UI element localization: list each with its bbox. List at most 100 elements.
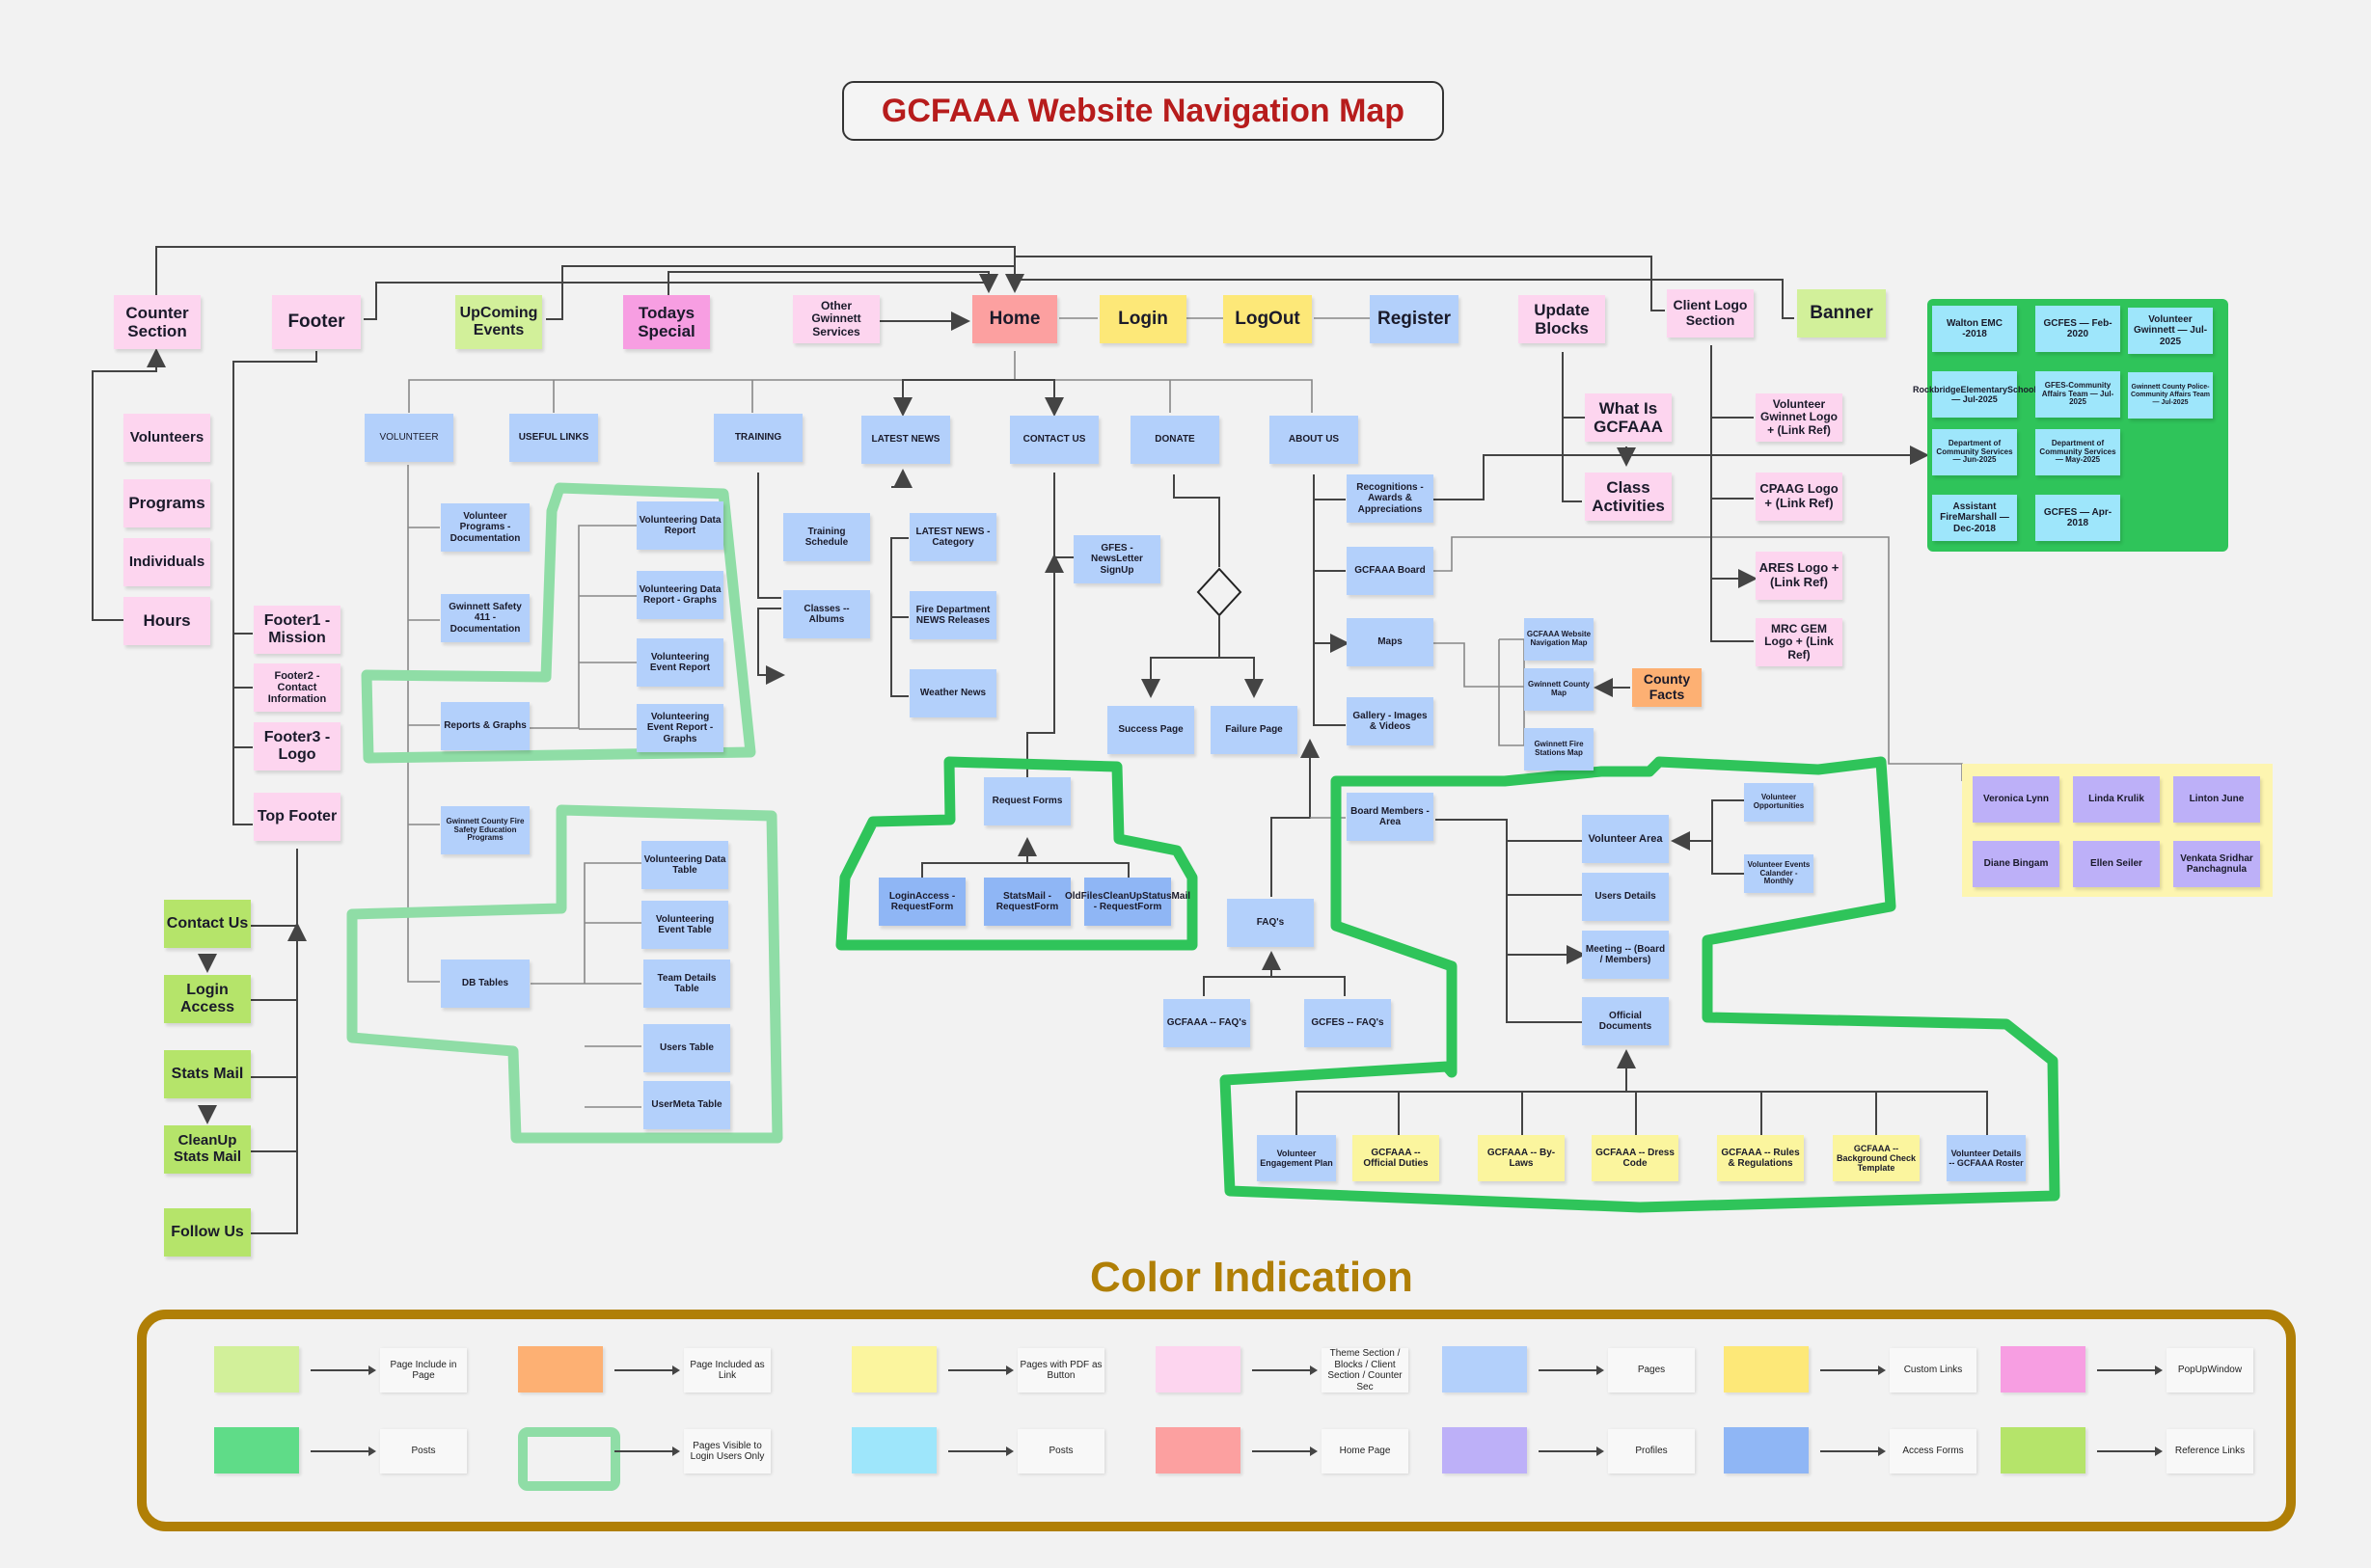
node-statsmail-form[interactable]: StatsMail - RequestForm: [984, 878, 1071, 926]
profile-card[interactable]: Ellen Seiler: [2073, 841, 2160, 887]
post-recognition[interactable]: GFES-Community Affairs Team — Jul-2025: [2035, 371, 2120, 418]
node-class-activities[interactable]: Class Activities: [1585, 473, 1672, 521]
node-fire-dept-news[interactable]: Fire Department NEWS Releases: [910, 591, 996, 639]
node-gcfes-faqs[interactable]: GCFES -- FAQ's: [1304, 999, 1391, 1047]
node-register[interactable]: Register: [1370, 295, 1458, 343]
node-counter-programs[interactable]: Programs: [123, 479, 210, 527]
node-gallery[interactable]: Gallery - Images & Videos: [1347, 697, 1433, 745]
node-loginaccess-form[interactable]: LoginAccess - RequestForm: [879, 878, 966, 926]
node-newsletter-signup[interactable]: GFES - NewsLetter SignUp: [1074, 535, 1160, 583]
profile-card[interactable]: Linton June: [2173, 776, 2260, 823]
node-other-services[interactable]: Other Gwinnett Services: [793, 295, 880, 343]
profile-card[interactable]: Diane Bingam: [1973, 841, 2059, 887]
node-doc-roster[interactable]: Volunteer Details -- GCFAAA Roster: [1947, 1135, 2026, 1181]
node-db-tables[interactable]: DB Tables: [441, 960, 530, 1008]
node-doc-rules[interactable]: GCFAAA -- Rules & Regulations: [1717, 1135, 1804, 1181]
node-usermeta-table[interactable]: UserMeta Table: [643, 1081, 730, 1129]
post-recognition[interactable]: Department of Community Services — Jun-2…: [1932, 429, 2017, 475]
node-home[interactable]: Home: [972, 295, 1057, 343]
node-todays-special[interactable]: Todays Special: [623, 295, 710, 349]
node-top-footer[interactable]: Top Footer: [254, 793, 341, 841]
post-recognition[interactable]: Walton EMC -2018: [1932, 306, 2017, 352]
node-counter-hours[interactable]: Hours: [123, 597, 210, 645]
node-counter-individuals[interactable]: Individuals: [123, 538, 210, 586]
node-vol-data-table[interactable]: Volunteering Data Table: [641, 841, 728, 889]
node-training-schedule[interactable]: Training Schedule: [783, 513, 870, 561]
node-footer1-mission[interactable]: Footer1 - Mission: [254, 606, 341, 654]
node-oldfiles-form[interactable]: OldFilesCleanUpStatusMail - RequestForm: [1065, 878, 1190, 926]
menu-contact-us[interactable]: CONTACT US: [1010, 416, 1099, 464]
node-weather-news[interactable]: Weather News: [910, 669, 996, 717]
node-login[interactable]: Login: [1100, 295, 1186, 343]
post-recognition[interactable]: Assistant FireMarshall — Dec-2018: [1932, 495, 2017, 541]
node-failure-page[interactable]: Failure Page: [1211, 706, 1297, 754]
node-doc-engagement-plan[interactable]: Volunteer Engagement Plan: [1257, 1135, 1336, 1181]
menu-volunteer[interactable]: VOLUNTEER: [365, 414, 453, 462]
node-news-category[interactable]: LATEST NEWS - Category: [910, 513, 996, 561]
menu-latest-news[interactable]: LATEST NEWS: [861, 416, 950, 464]
node-client-logo-section[interactable]: Client Logo Section: [1667, 289, 1754, 338]
node-vol-event-table[interactable]: Volunteering Event Table: [641, 901, 728, 949]
node-counter-section[interactable]: Counter Section: [114, 295, 201, 349]
post-recognition[interactable]: Department of Community Services — May-2…: [2035, 429, 2120, 475]
node-volunteer-programs-doc[interactable]: Volunteer Programs - Documentation: [441, 503, 530, 552]
post-recognition[interactable]: Gwinnett County Police-Community Affairs…: [2128, 372, 2213, 419]
node-update-blocks[interactable]: Update Blocks: [1518, 295, 1605, 343]
node-county-map[interactable]: Gwinnett County Map: [1524, 668, 1594, 711]
node-recognitions[interactable]: Recognitions - Awards & Appreciations: [1347, 474, 1433, 523]
menu-training[interactable]: TRAINING: [714, 414, 803, 462]
node-client-cpaag[interactable]: CPAAG Logo + (Link Ref): [1756, 473, 1842, 521]
node-footer[interactable]: Footer: [272, 295, 361, 349]
node-county-facts[interactable]: County Facts: [1632, 668, 1702, 707]
node-team-details-table[interactable]: Team Details Table: [643, 960, 730, 1008]
node-volunteer-events-calendar[interactable]: Volunteer Events Calander - Monthly: [1744, 854, 1813, 893]
node-meeting[interactable]: Meeting -- (Board / Members): [1582, 931, 1669, 979]
profile-card[interactable]: Veronica Lynn: [1973, 776, 2059, 823]
node-volunteer-opportunities[interactable]: Volunteer Opportunities: [1744, 783, 1813, 822]
node-doc-background-check[interactable]: GCFAAA -- Background Check Template: [1833, 1135, 1920, 1181]
node-counter-volunteers[interactable]: Volunteers: [123, 414, 210, 462]
node-ref-stats-mail[interactable]: Stats Mail: [164, 1050, 251, 1098]
node-logout[interactable]: LogOut: [1223, 295, 1312, 343]
node-volunteer-area[interactable]: Volunteer Area: [1582, 815, 1669, 863]
node-request-forms[interactable]: Request Forms: [984, 777, 1071, 825]
node-ref-contact-us[interactable]: Contact Us: [164, 900, 251, 948]
post-recognition[interactable]: GCFES — Apr-2018: [2035, 495, 2120, 541]
node-footer2-contact[interactable]: Footer2 - Contact Information: [254, 663, 341, 712]
node-board-members-area[interactable]: Board Members - Area: [1347, 793, 1433, 841]
profile-card[interactable]: Venkata Sridhar Panchagnula: [2173, 841, 2260, 887]
node-official-documents[interactable]: Official Documents: [1582, 997, 1669, 1045]
node-safety-411-doc[interactable]: Gwinnett Safety 411 - Documentation: [441, 594, 530, 642]
node-client-mrc-gem[interactable]: MRC GEM Logo + (Link Ref): [1756, 618, 1842, 666]
node-faqs[interactable]: FAQ's: [1227, 899, 1314, 947]
node-maps[interactable]: Maps: [1347, 618, 1433, 666]
node-client-volunteer-gwinnett[interactable]: Volunteer Gwinnet Logo + (Link Ref): [1756, 393, 1842, 442]
node-fire-safety-programs[interactable]: Gwinnett County Fire Safety Education Pr…: [441, 806, 530, 854]
node-client-ares[interactable]: ARES Logo + (Link Ref): [1756, 552, 1842, 600]
node-gcfaaa-faqs[interactable]: GCFAAA -- FAQ's: [1163, 999, 1250, 1047]
menu-about-us[interactable]: ABOUT US: [1269, 416, 1358, 464]
node-success-page[interactable]: Success Page: [1107, 706, 1194, 754]
menu-donate[interactable]: DONATE: [1131, 416, 1219, 464]
node-gcfaaa-board[interactable]: GCFAAA Board: [1347, 547, 1433, 595]
node-classes-albums[interactable]: Classes -- Albums: [783, 590, 870, 638]
post-recognition[interactable]: RockbridgeElementarySchool — Jul-2025: [1913, 371, 2036, 418]
menu-useful-links[interactable]: USEFUL LINKS: [509, 414, 598, 462]
node-footer3-logo[interactable]: Footer3 - Logo: [254, 722, 341, 770]
post-recognition[interactable]: GCFES — Feb-2020: [2035, 306, 2120, 352]
node-users-details[interactable]: Users Details: [1582, 873, 1669, 921]
node-reports-graphs[interactable]: Reports & Graphs: [441, 702, 530, 750]
node-upcoming-events[interactable]: UpComing Events: [455, 295, 542, 349]
node-users-table[interactable]: Users Table: [643, 1024, 730, 1072]
node-ref-login-access[interactable]: Login Access: [164, 975, 251, 1023]
node-doc-bylaws[interactable]: GCFAAA -- By-Laws: [1478, 1135, 1565, 1181]
node-what-is-gcfaaa[interactable]: What Is GCFAAA: [1585, 393, 1672, 442]
node-vol-data-report[interactable]: Volunteering Data Report: [637, 501, 723, 550]
node-website-nav-map[interactable]: GCFAAA Website Navigation Map: [1524, 618, 1594, 661]
node-ref-cleanup-stats[interactable]: CleanUp Stats Mail: [164, 1125, 251, 1174]
post-recognition[interactable]: Volunteer Gwinnett — Jul-2025: [2128, 308, 2213, 354]
node-ref-follow-us[interactable]: Follow Us: [164, 1208, 251, 1257]
node-doc-official-duties[interactable]: GCFAAA -- Official Duties: [1352, 1135, 1439, 1181]
node-banner[interactable]: Banner: [1797, 289, 1886, 338]
node-fire-stations-map[interactable]: Gwinnett Fire Stations Map: [1524, 728, 1594, 770]
